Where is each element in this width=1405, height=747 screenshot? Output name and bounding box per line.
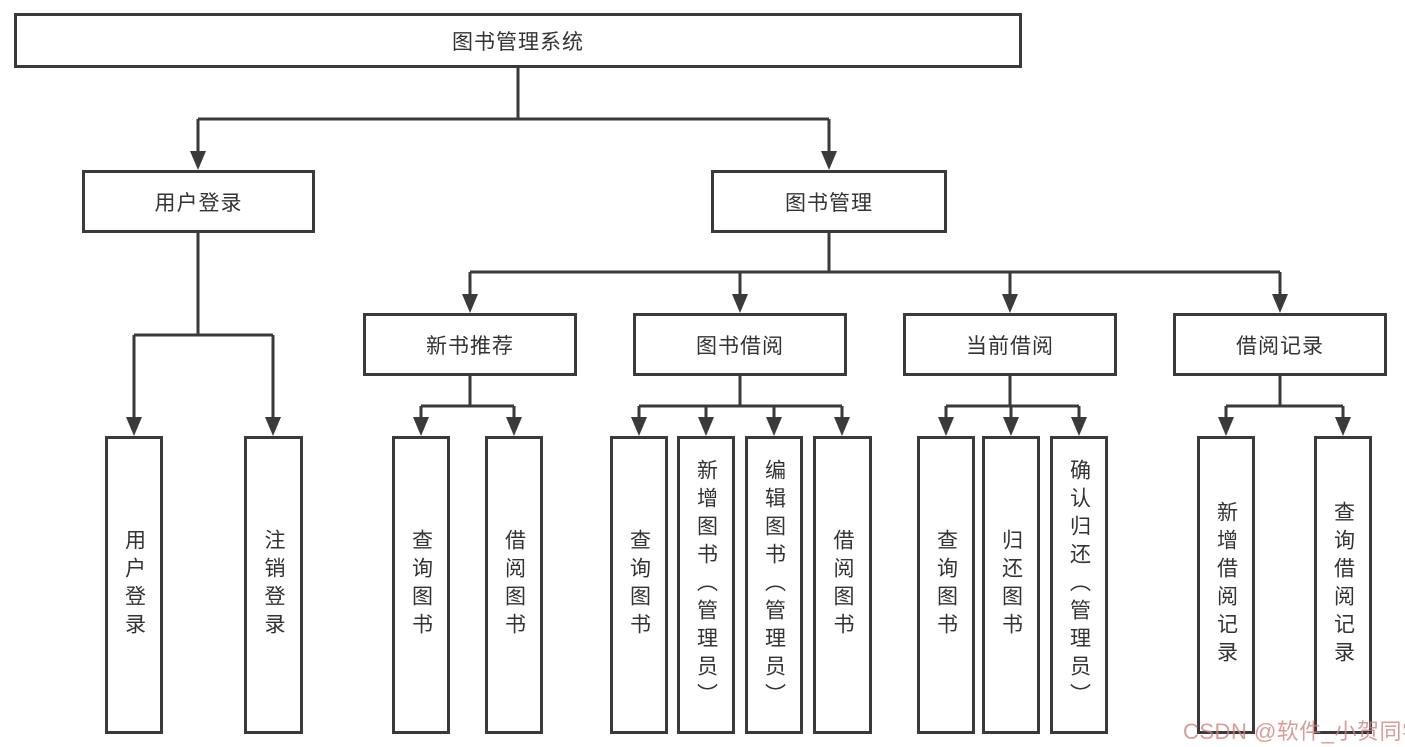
connector-borrow-to-leaves bbox=[637, 376, 844, 418]
leaf-bb-borrow-books: 借阅图书 bbox=[813, 436, 872, 734]
leaf-bb-add-books-admin: 新增图书（管理员） bbox=[677, 436, 735, 734]
node-user-login: 用户登录 bbox=[82, 170, 315, 233]
leaf-bb-borrow-books-label: 借阅图书 bbox=[831, 529, 854, 641]
connector-records-to-leaves bbox=[1224, 376, 1345, 418]
leaf-bb-query-books-label: 查询图书 bbox=[627, 529, 651, 641]
leaf-br-query-record: 查询借阅记录 bbox=[1314, 436, 1372, 734]
leaf-cb-confirm-return-admin: 确认归还（管理员） bbox=[1050, 436, 1108, 734]
node-book-borrowing-label: 图书借阅 bbox=[696, 334, 784, 358]
leaf-rec-borrow-books: 借阅图书 bbox=[485, 436, 543, 734]
leaf-cb-confirm-return-admin-label: 确认归还（管理员） bbox=[1067, 459, 1091, 711]
leaf-cb-query-books: 查询图书 bbox=[917, 436, 975, 734]
leaf-cb-query-books-label: 查询图书 bbox=[934, 529, 958, 641]
leaf-cb-return-books: 归还图书 bbox=[982, 436, 1040, 734]
node-user-login-label: 用户登录 bbox=[154, 191, 243, 215]
leaf-rec-query-books: 查询图书 bbox=[392, 436, 450, 734]
leaf-user-login-label: 用户登录 bbox=[122, 529, 146, 641]
csdn-watermark: CSDN @软件_小贺同学 bbox=[1183, 719, 1405, 744]
leaf-logout: 注销登录 bbox=[244, 436, 303, 734]
leaf-user-login: 用户登录 bbox=[105, 436, 163, 734]
node-root-label: 图书管理系统 bbox=[452, 30, 584, 54]
connector-root-to-level2 bbox=[196, 66, 831, 152]
node-book-borrowing: 图书借阅 bbox=[633, 313, 847, 376]
connector-bookmgmt-to-level3 bbox=[468, 233, 1282, 295]
leaf-bb-add-books-admin-label: 新增图书（管理员） bbox=[694, 459, 718, 711]
node-new-book-recommend-label: 新书推荐 bbox=[426, 334, 514, 358]
node-root: 图书管理系统 bbox=[14, 13, 1022, 68]
node-borrowing-records: 借阅记录 bbox=[1173, 313, 1387, 376]
connector-userlogin-to-leaves bbox=[132, 233, 275, 418]
arrowheads bbox=[126, 151, 1351, 436]
leaf-rec-borrow-books-label: 借阅图书 bbox=[502, 529, 526, 641]
leaf-bb-edit-books-admin-label: 编辑图书（管理员） bbox=[762, 459, 786, 711]
node-book-management: 图书管理 bbox=[711, 170, 947, 233]
leaf-logout-label: 注销登录 bbox=[262, 529, 285, 641]
connector-newbook-to-leaves bbox=[419, 376, 516, 418]
node-current-borrowing: 当前借阅 bbox=[903, 313, 1117, 376]
leaf-bb-edit-books-admin: 编辑图书（管理员） bbox=[745, 436, 803, 734]
leaf-cb-return-books-label: 归还图书 bbox=[999, 529, 1023, 641]
node-new-book-recommend: 新书推荐 bbox=[363, 313, 577, 376]
node-borrowing-records-label: 借阅记录 bbox=[1236, 334, 1324, 358]
leaf-br-add-record: 新增借阅记录 bbox=[1197, 436, 1255, 734]
leaf-br-add-record-label: 新增借阅记录 bbox=[1214, 501, 1238, 669]
node-book-management-label: 图书管理 bbox=[785, 191, 873, 215]
connector-current-to-leaves bbox=[944, 376, 1081, 418]
node-current-borrowing-label: 当前借阅 bbox=[966, 334, 1054, 358]
leaf-br-query-record-label: 查询借阅记录 bbox=[1331, 501, 1355, 669]
leaf-bb-query-books: 查询图书 bbox=[610, 436, 668, 734]
leaf-rec-query-books-label: 查询图书 bbox=[409, 529, 433, 641]
